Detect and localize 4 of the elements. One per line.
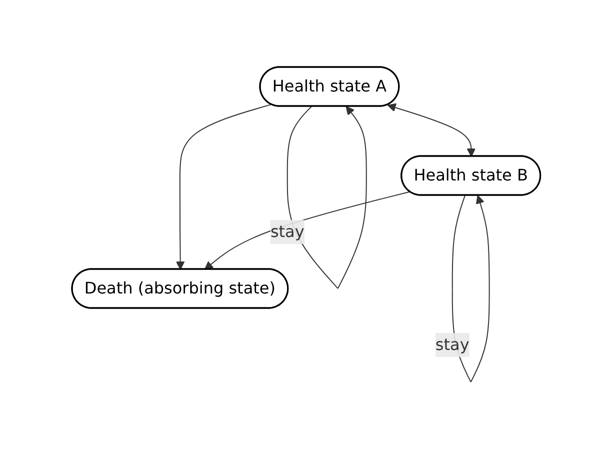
arrow [176, 104, 272, 270]
edge-label: stay [270, 222, 304, 242]
arrow [387, 104, 476, 158]
edge-label: stay [435, 335, 470, 354]
